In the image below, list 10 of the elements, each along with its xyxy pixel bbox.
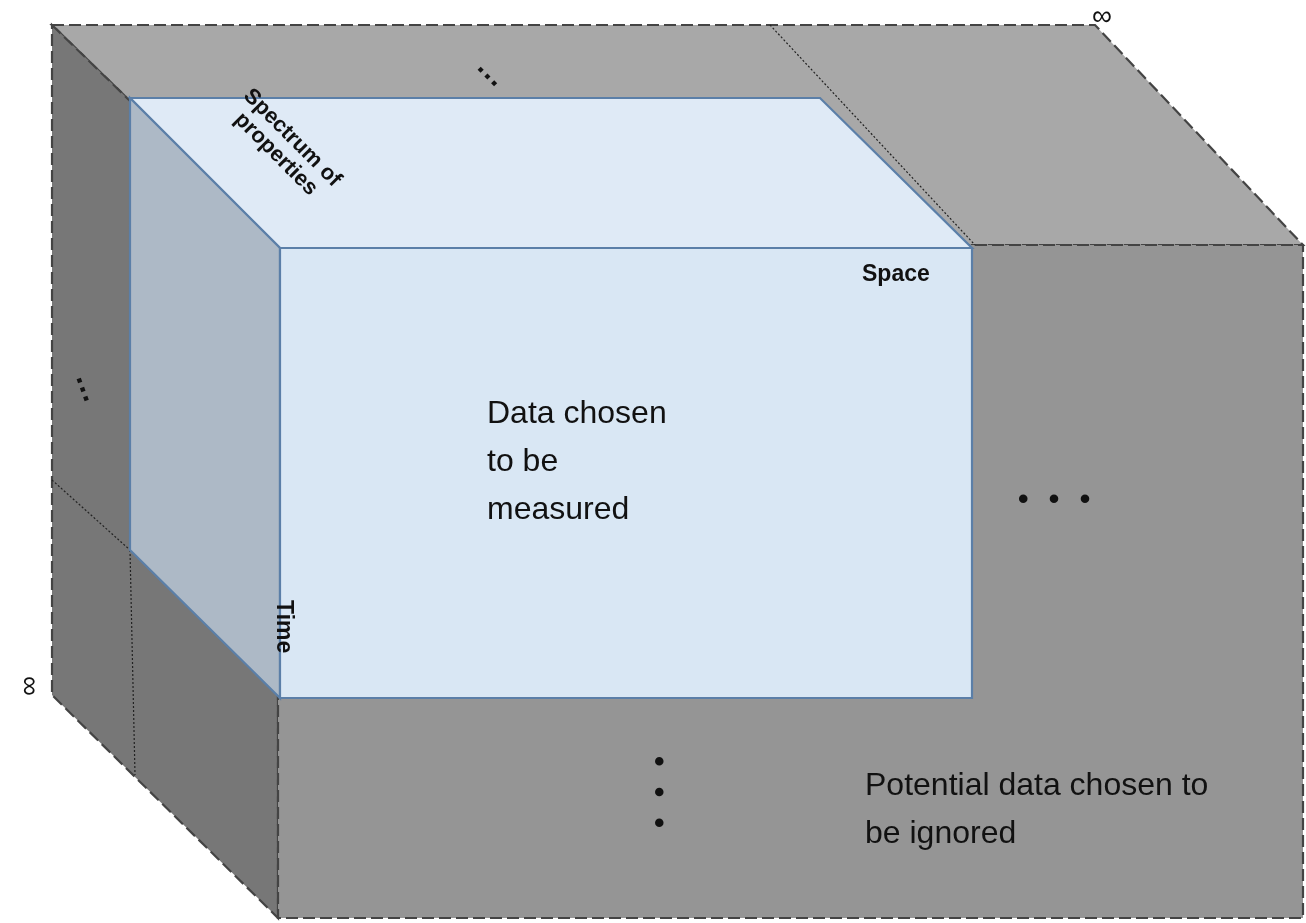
region-label: Potential data chosen to be ignored xyxy=(865,765,1210,852)
ellipsis: • • • xyxy=(1018,484,1097,514)
axis-label: Time xyxy=(273,600,296,654)
ellipsis: … xyxy=(471,49,515,93)
infinity-symbol: ∞ xyxy=(16,676,44,696)
ellipsis: … xyxy=(70,367,110,407)
axis-label: Space xyxy=(862,262,930,285)
region-label: Data chosen to be measured xyxy=(487,393,668,528)
ellipsis: • • • xyxy=(644,755,675,835)
infinity-symbol: ∞ xyxy=(1092,2,1112,30)
